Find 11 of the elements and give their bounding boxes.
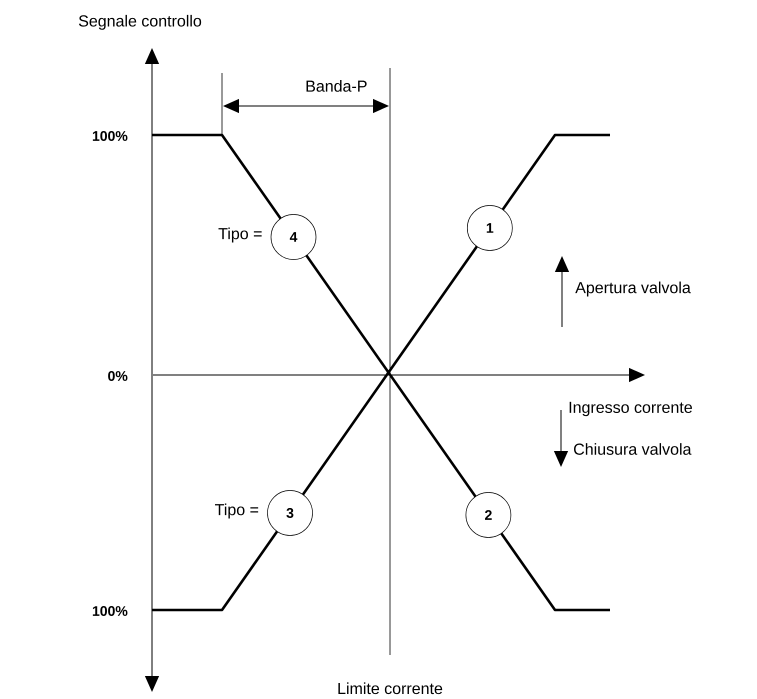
type-label: Tipo = xyxy=(218,228,262,242)
tick-label: 100% xyxy=(92,131,128,141)
tick-label: 0% xyxy=(108,371,128,381)
dimension-label: Banda-P xyxy=(306,80,367,92)
tick-label: 100% xyxy=(92,606,128,616)
axis-title: Ingresso corrente xyxy=(570,402,692,416)
direction-label: Chiusura valvola xyxy=(574,443,692,455)
axis-title: Limite corrente xyxy=(338,682,442,694)
axis-title: Segnale controllo xyxy=(78,14,202,30)
type-label: Tipo = xyxy=(215,504,258,518)
direction-label: Apertura valvola xyxy=(575,282,691,296)
